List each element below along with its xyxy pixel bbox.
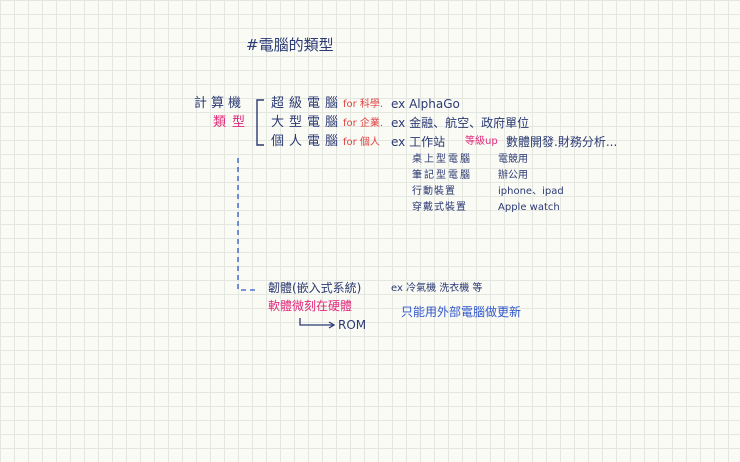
subtype-name: 穿戴式裝置: [412, 202, 467, 213]
subtype-use: 辦公用: [498, 170, 528, 181]
dashed-connector: [237, 158, 258, 291]
row-use: for 企業.: [343, 118, 384, 129]
row-name: 超級電腦: [271, 96, 344, 111]
row-example: ex AlphaGo: [391, 97, 460, 111]
category-label-line1: 計算機: [194, 96, 246, 111]
firmware-note: 軟體微刻在硬體: [268, 299, 353, 313]
firmware-name: 韌體(嵌入式系統): [268, 281, 362, 295]
row-name: 個人電腦: [271, 134, 344, 149]
subtype-use: iphone、ipad: [498, 186, 564, 197]
category-label-line2: 類型: [213, 115, 252, 130]
row-use: for 個人: [343, 137, 380, 148]
firmware-example: ex 冷氣機 洗衣機 等: [391, 283, 483, 294]
rom-label: ROM: [338, 318, 367, 332]
row-example-suffix: 數體開發.財務分析...: [506, 135, 618, 149]
subtype-use: Apple watch: [498, 202, 560, 213]
subtype-name: 桌上型電腦: [412, 154, 472, 165]
rom-arrow-head: [328, 321, 336, 329]
subtype-name: 筆記型電腦: [412, 170, 472, 181]
row-example-note: 等級up: [465, 136, 498, 147]
rom-arrow: [299, 318, 333, 326]
subtype-name: 行動裝置: [412, 186, 456, 197]
bracket: [256, 99, 264, 146]
row-name: 大型電腦: [271, 115, 344, 130]
subtype-use: 電競用: [498, 154, 528, 165]
row-use: for 科學.: [343, 99, 384, 110]
firmware-remark: 只能用外部電腦做更新: [401, 305, 522, 319]
row-example-prefix: ex 工作站: [391, 135, 446, 149]
row-example: ex 金融、航空、政府單位: [391, 116, 530, 130]
page-title: #電腦的類型: [246, 36, 334, 54]
